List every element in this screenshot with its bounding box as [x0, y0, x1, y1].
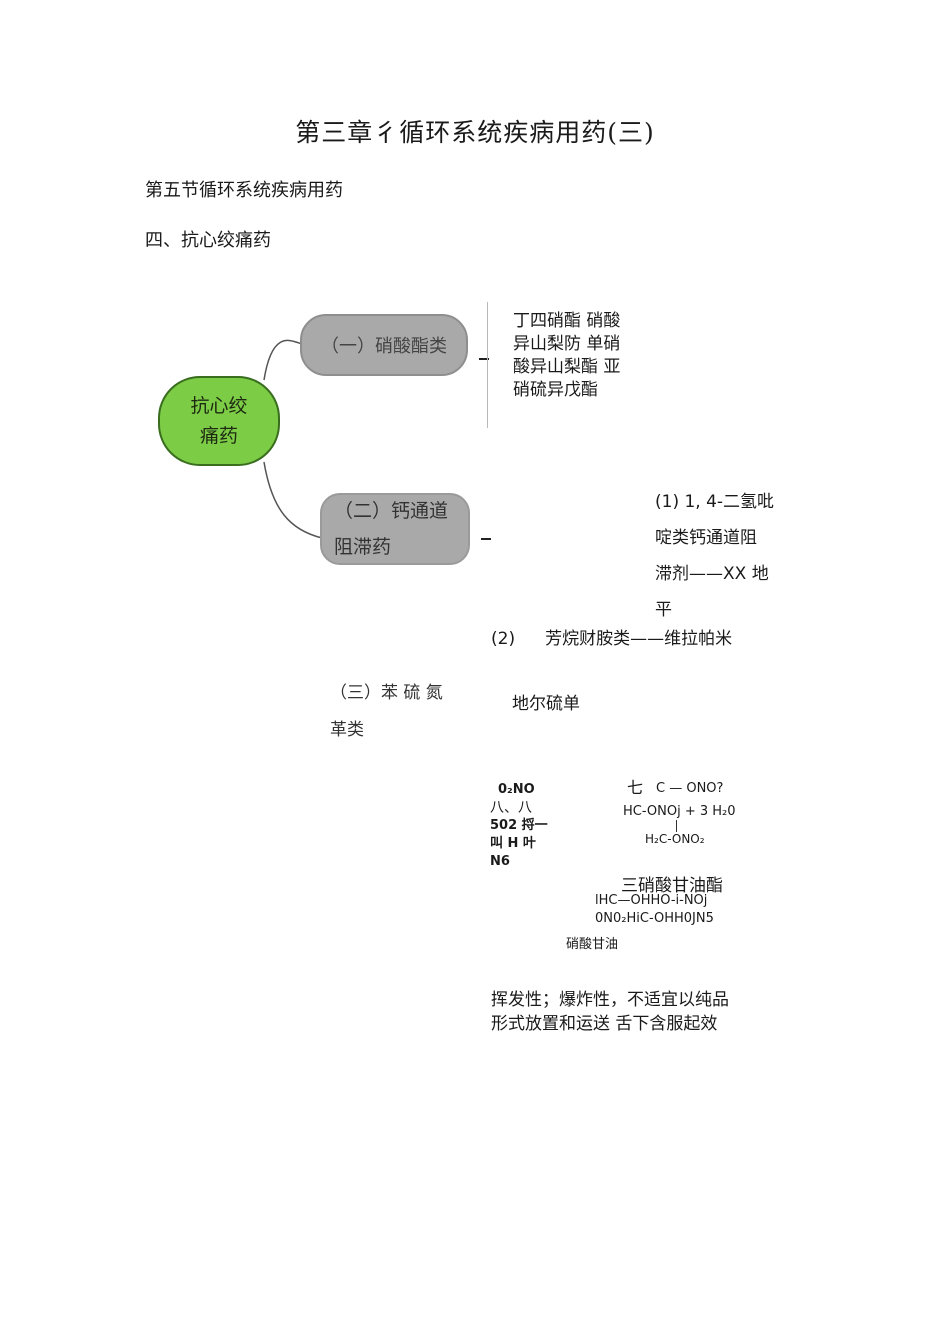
branch2-connector-tick — [481, 538, 491, 540]
ccb2-number: (2) — [491, 629, 516, 649]
nitrate-line: 异山梨防 单硝 — [513, 334, 621, 354]
chem-left-line: N6 — [490, 854, 510, 869]
chem-formula-line5: 0N0₂HiC-OHH0JN5 — [595, 911, 714, 926]
branch-nitrates-label: （一）硝酸酯类 — [321, 336, 447, 357]
chem-right-line1: C — ONO? — [656, 781, 724, 796]
branch3-line1: （三）苯 硫 氮 — [330, 683, 443, 703]
connector-root-branch1 — [263, 339, 303, 381]
diltiazem-label: 地尔硫单 — [512, 694, 580, 714]
nitroglycerin-name: 硝酸甘油 — [566, 937, 619, 952]
chem-formula-line4: lHC—OHHO-i-NOj — [595, 893, 708, 908]
branch-ccb-label-line1: （二）钙通道 — [334, 500, 449, 522]
chem-right-head: 七 — [627, 778, 644, 797]
property-line: 形式放置和运送 舌下含服起效 — [491, 1014, 718, 1034]
chem-left-line: 0₂NO — [498, 782, 535, 797]
nitrate-line: 酸异山梨酯 亚 — [513, 357, 621, 377]
branch-ccb-node: （二）钙通道 阻滞药 — [320, 493, 470, 565]
chem-left-line: 叫 H 叶 — [490, 836, 536, 851]
ccb1-line: 平 — [655, 600, 672, 620]
ccb-item-dihydropyridine: (1) 1, 4-二氢吡 啶类钙通道阻 滞剂——XX 地 平 — [655, 484, 774, 628]
chem-right-line2: HC-ONOj + 3 H₂0 — [623, 804, 736, 819]
nitroglycerin-properties: 挥发性；爆炸性，不适宜以纯品 形式放置和运送 舌下含服起效 — [491, 988, 729, 1036]
ccb1-line: 滞剂——XX 地 — [655, 564, 769, 584]
nitrate-list-divider — [487, 302, 488, 428]
nitrate-drug-list: 丁四硝酯 硝酸 异山梨防 单硝 酸异山梨酯 亚 硝硫异戊酯 — [513, 310, 620, 402]
nitrate-line: 丁四硝酯 硝酸 — [513, 311, 621, 331]
nitroglycerin-chem-name: 三硝酸甘油酯 — [621, 876, 723, 896]
root-label-line1: 抗心绞 — [190, 395, 248, 417]
subsection-heading: 四、抗心绞痛药 — [145, 230, 271, 251]
ccb1-line: (1) 1, 4-二氢吡 — [655, 492, 775, 512]
property-line: 挥发性；爆炸性，不适宜以纯品 — [491, 990, 729, 1010]
connector-root-branch2 — [263, 461, 323, 539]
chem-right-line3: H₂C-ONO₂ — [645, 832, 705, 846]
chem-structure-left: 0₂NO 八、八 502 捋一 叫 H 叶 N6 — [490, 781, 548, 871]
branch3-line2: 革类 — [330, 720, 364, 740]
page-title: 第三章彳循环系统疾病用药(三) — [295, 118, 655, 147]
mindmap-root-node: 抗心绞 痛药 — [158, 376, 280, 466]
chem-left-line: 八、八 — [490, 800, 532, 816]
branch1-connector-tick — [479, 358, 489, 360]
nitrate-line: 硝硫异戊酯 — [513, 380, 598, 400]
chem-bond-line — [676, 820, 677, 832]
root-label-line2: 痛药 — [199, 425, 238, 447]
branch-benzothiazepine: （三）苯 硫 氮 革类 — [330, 675, 443, 749]
ccb1-line: 啶类钙通道阻 — [655, 528, 757, 548]
chem-left-line: 502 捋一 — [490, 818, 548, 833]
branch-ccb-label-line2: 阻滞药 — [334, 536, 392, 558]
branch-nitrates-node: （一）硝酸酯类 — [300, 314, 468, 376]
ccb2-text: 芳烷财胺类——维拉帕米 — [545, 629, 733, 649]
ccb-item-phenylalkylamine: (2) 芳烷财胺类——维拉帕米 — [491, 624, 732, 649]
section-heading: 第五节循环系统疾病用药 — [145, 180, 343, 201]
